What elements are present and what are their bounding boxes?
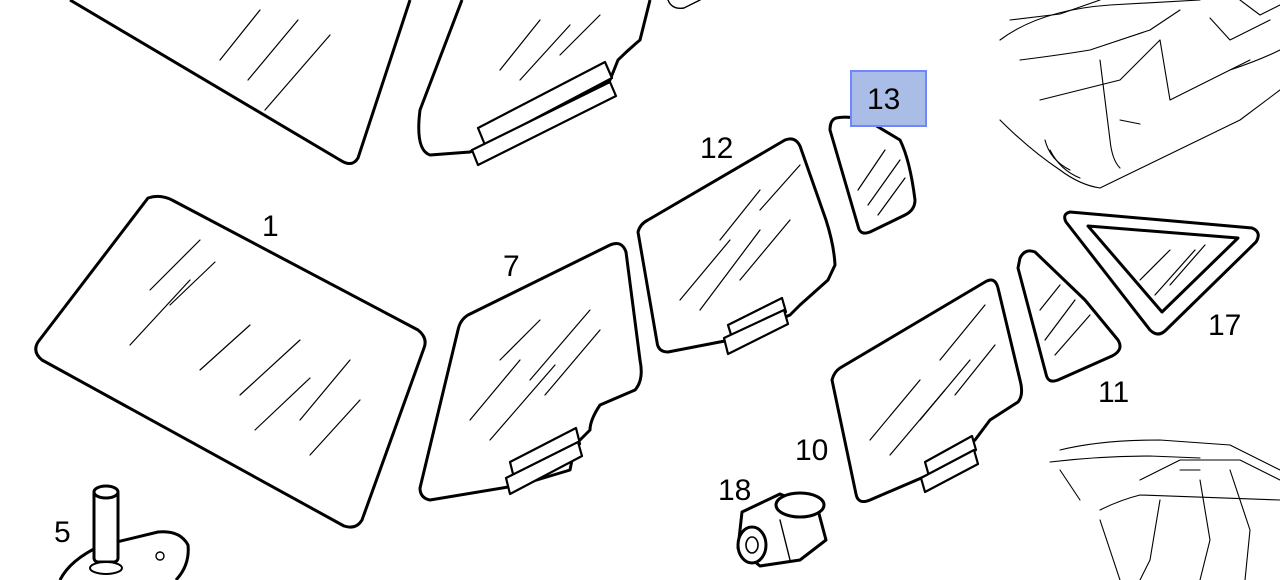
part-top-door-glass[interactable] <box>417 0 652 167</box>
part-12-rear-door-glass[interactable] <box>636 137 837 356</box>
part-5-mounting-bolt[interactable] <box>58 484 190 580</box>
part-top-clip <box>667 0 701 10</box>
callout-11: 11 <box>1098 376 1129 409</box>
part-13-vent-glass[interactable] <box>828 115 917 235</box>
callout-5: 5 <box>54 516 71 549</box>
callout-1: 1 <box>262 210 279 243</box>
callout-17: 17 <box>1208 309 1241 342</box>
part-top-windscreen[interactable] <box>69 0 412 165</box>
part-1-windscreen[interactable] <box>34 194 427 529</box>
callout-12: 12 <box>700 132 733 165</box>
part-10-rear-door-glass[interactable] <box>830 278 1024 503</box>
part-7-front-door-glass[interactable] <box>418 242 643 502</box>
car-reference-bottom <box>1049 439 1280 580</box>
part-18-nut[interactable] <box>736 491 828 568</box>
callout-13[interactable]: 13 <box>867 83 900 116</box>
callout-18: 18 <box>718 474 751 507</box>
part-17-sealed-quarter-window[interactable] <box>1063 210 1260 336</box>
car-reference-top <box>999 0 1280 189</box>
callout-7: 7 <box>503 250 520 283</box>
callout-10: 10 <box>795 434 828 467</box>
part-11-fixed-quarter-glass[interactable] <box>1016 249 1122 383</box>
callout-13-highlight <box>850 70 927 127</box>
